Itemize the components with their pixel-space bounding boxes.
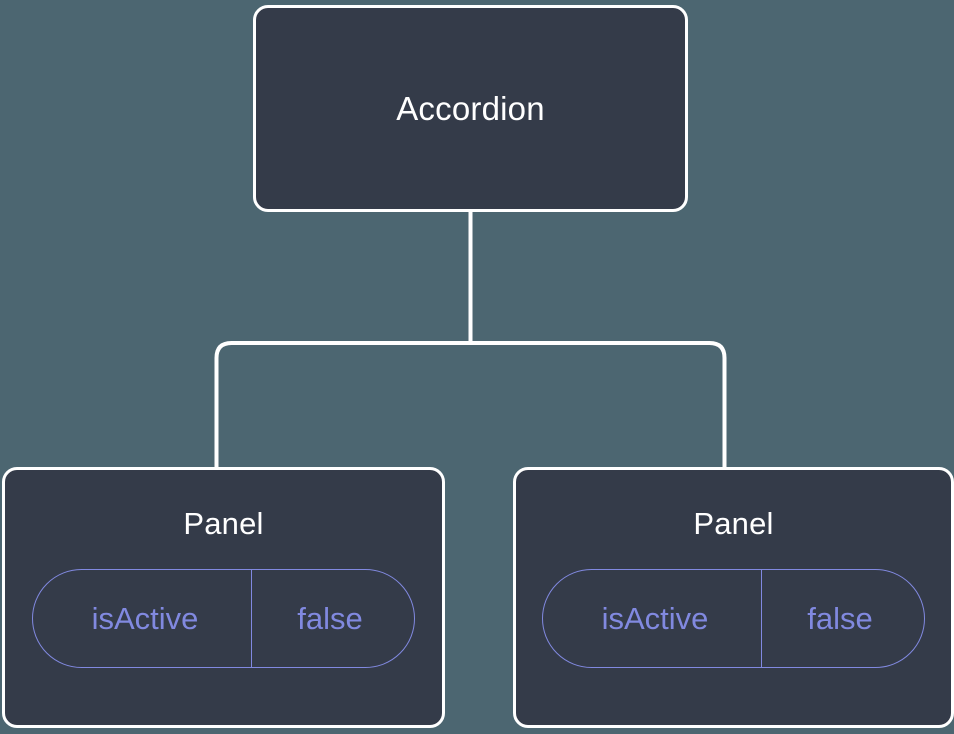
node-title-accordion: Accordion	[396, 90, 545, 127]
node-title-panel: Panel	[693, 506, 774, 541]
prop-pill-isactive[interactable]: isActive false	[542, 569, 925, 668]
tree-node-panel-2[interactable]: Panel isActive false	[513, 467, 954, 728]
prop-pill-isactive[interactable]: isActive false	[32, 569, 415, 668]
tree-node-root[interactable]: Accordion	[253, 5, 688, 212]
prop-key: isActive	[91, 601, 199, 636]
prop-list: isActive false	[516, 569, 951, 668]
node-title-panel: Panel	[183, 506, 264, 541]
prop-value: false	[761, 570, 924, 667]
tree-node-panel-1[interactable]: Panel isActive false	[2, 467, 445, 728]
prop-value: false	[251, 570, 414, 667]
connector-child-bracket	[214, 341, 727, 470]
prop-list: isActive false	[5, 569, 442, 668]
prop-key: isActive	[601, 601, 709, 636]
